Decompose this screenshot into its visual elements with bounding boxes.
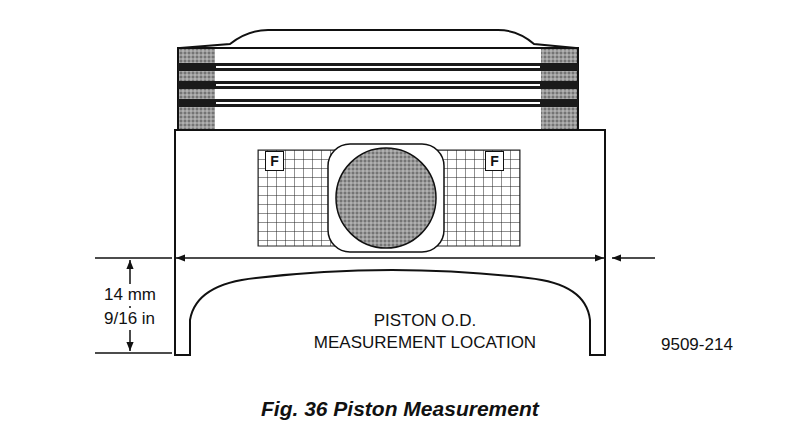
pin-bore <box>336 148 436 248</box>
pin-boss <box>328 144 444 252</box>
dimension-lines <box>95 258 655 353</box>
letter-box: F <box>485 151 504 171</box>
letter-box: F <box>265 151 284 171</box>
figure-caption: Fig. 36 Piston Measurement <box>261 396 539 422</box>
letter-mark: F <box>270 153 279 169</box>
figure-number: 9509-214 <box>661 334 733 356</box>
ring-lands <box>178 48 578 130</box>
ring-grooves <box>178 63 578 107</box>
dimension-label: 9/16 in <box>102 308 157 330</box>
measurement-note: PISTON O.D. MEASUREMENT LOCATION <box>309 310 541 354</box>
piston-crown <box>180 30 576 48</box>
letter-mark: F <box>490 153 499 169</box>
dimension-label: 14 mm <box>102 284 158 306</box>
piston-skirt <box>175 130 605 355</box>
